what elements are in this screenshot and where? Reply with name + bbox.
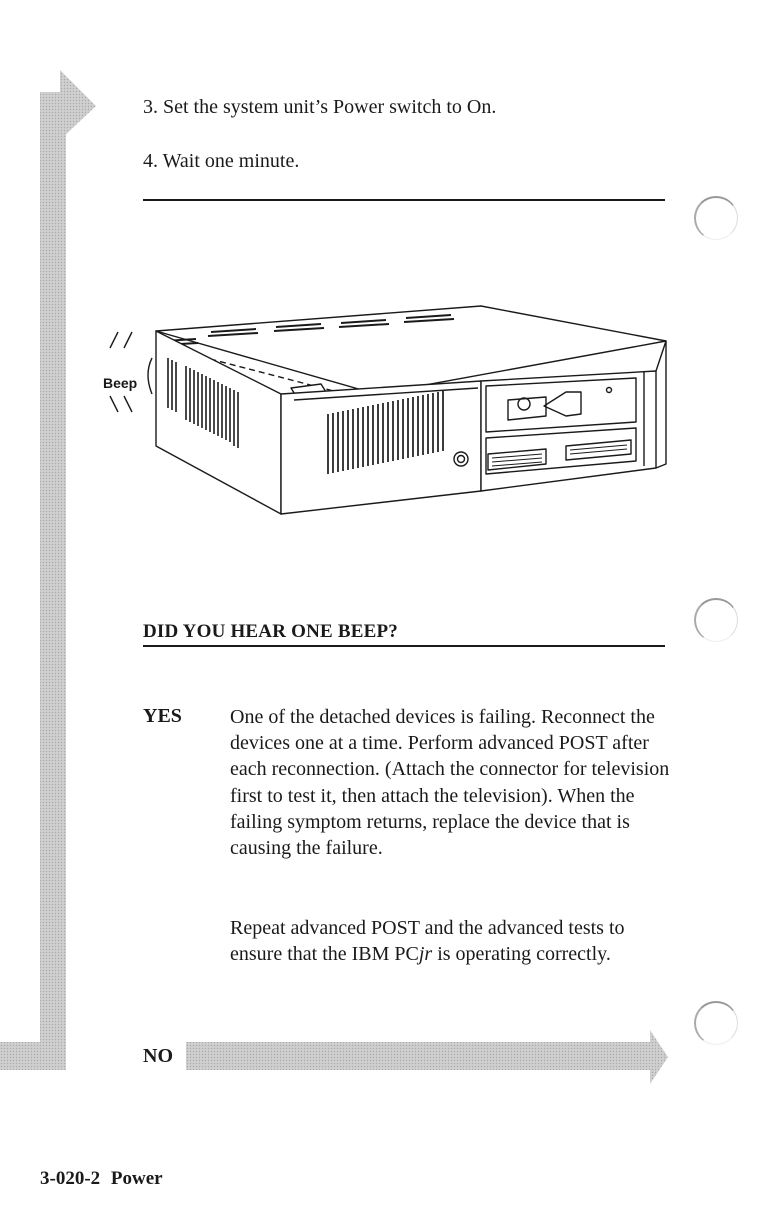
answer-no-label: NO	[143, 1045, 173, 1067]
binder-hole-bottom	[694, 1001, 738, 1045]
step-4: 4. Wait one minute.	[143, 149, 299, 173]
answer-yes-paragraph-1: One of the detached devices is failing. …	[230, 706, 670, 860]
answer-yes-paragraph-2-italic: jr	[418, 943, 433, 966]
computer-system-unit-illustration	[109, 305, 667, 515]
left-flow-arrow	[0, 70, 96, 1070]
divider-top	[143, 199, 665, 201]
step-3-number: 3.	[143, 96, 158, 118]
step-3-text: Set the system unit’s Power switch to On…	[163, 96, 497, 118]
sound-waves-icon	[109, 331, 153, 413]
section-name: Power	[110, 1168, 163, 1189]
divider-question	[143, 645, 665, 647]
answer-yes-label: YES	[143, 705, 182, 727]
beep-label: Beep	[103, 375, 138, 391]
step-3: 3. Set the system unit’s Power switch to…	[143, 95, 496, 119]
answer-yes-paragraph-2-text: Repeat advanced POST and the advanced te…	[230, 917, 625, 966]
page-footer: 3-020-2 Power	[40, 1168, 163, 1190]
no-flow-arrow	[186, 1030, 668, 1084]
page-number: 3-020-2	[40, 1168, 101, 1189]
answer-yes-paragraph-2: Repeat advanced POST and the advanced te…	[230, 915, 670, 967]
binder-hole-middle	[694, 598, 738, 642]
step-4-text: Wait one minute.	[162, 150, 300, 172]
step-4-number: 4.	[143, 150, 158, 172]
answer-yes-paragraph-2-end: is operating correctly.	[432, 943, 611, 966]
question-heading: DID YOU HEAR ONE BEEP?	[143, 621, 398, 642]
binder-hole-top	[694, 196, 738, 240]
